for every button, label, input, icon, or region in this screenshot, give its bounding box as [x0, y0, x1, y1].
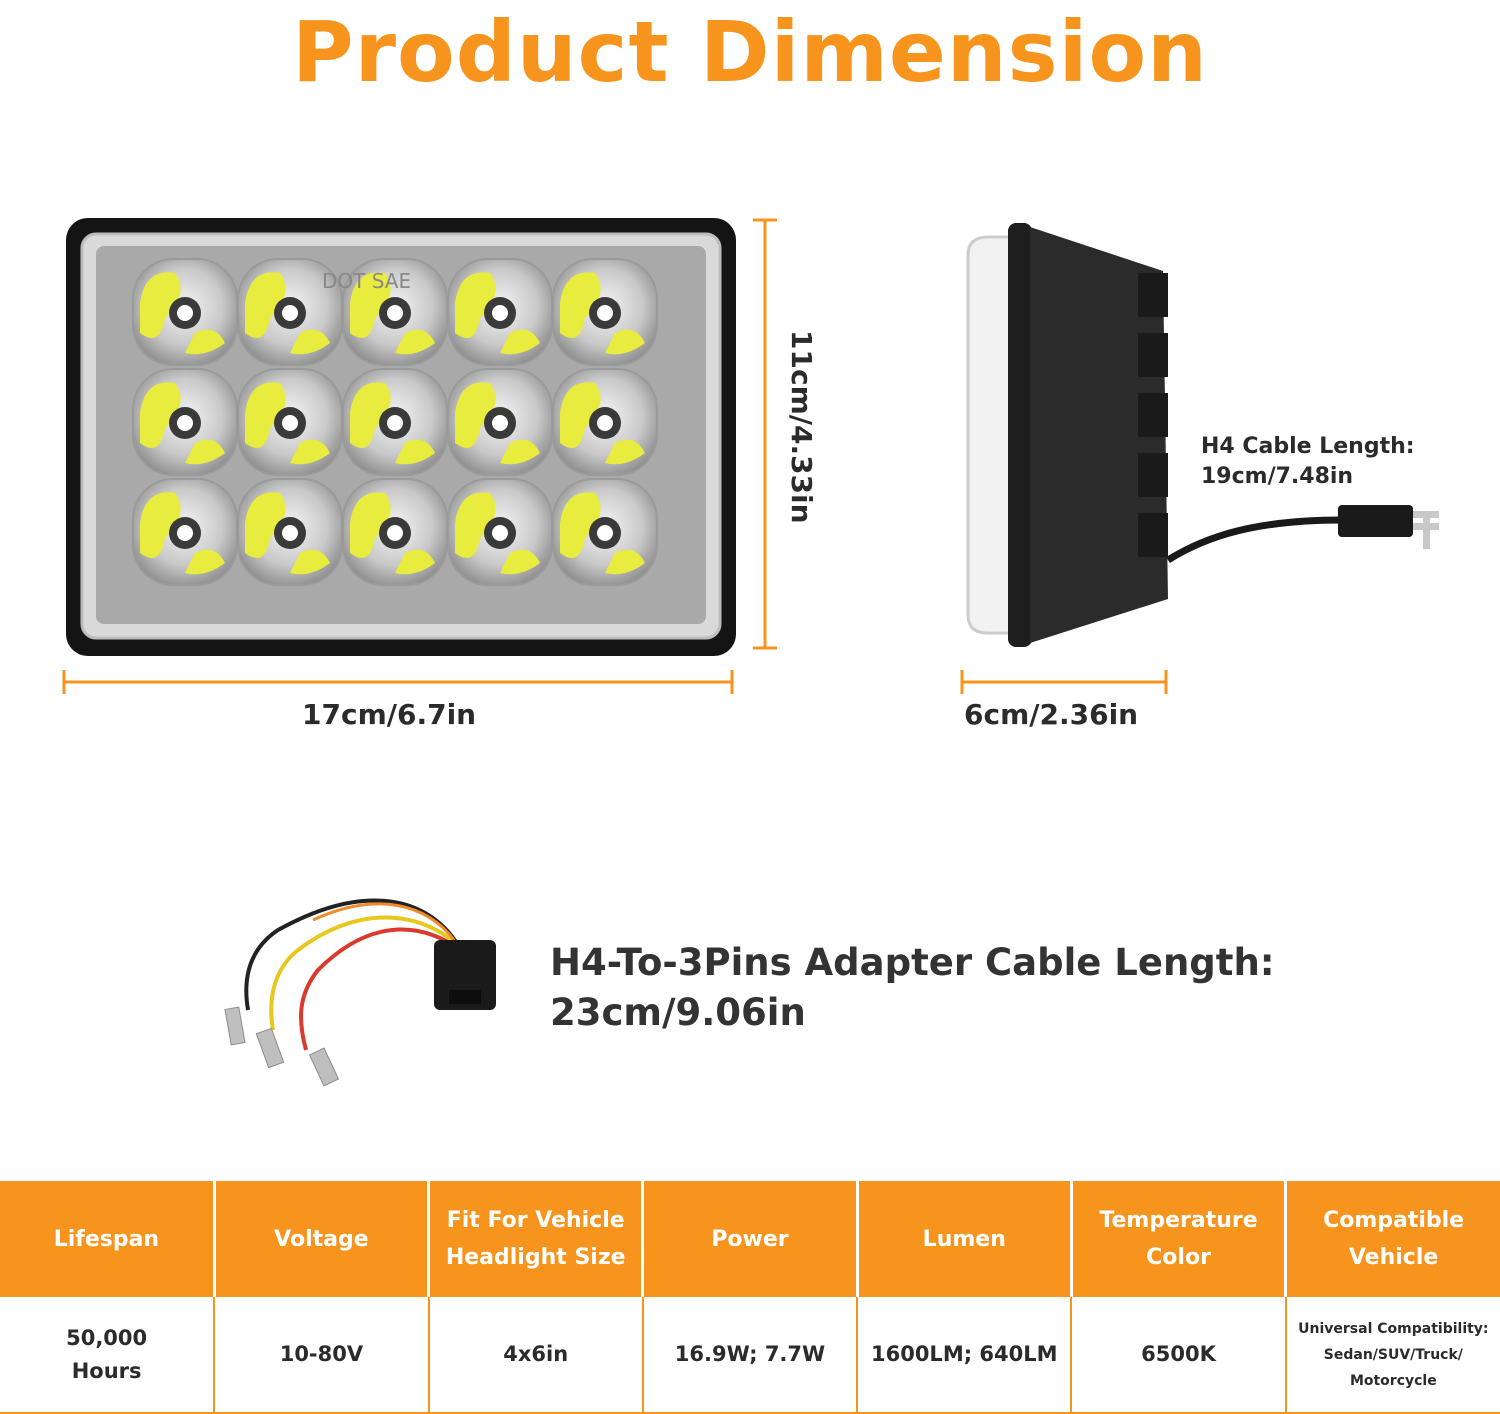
specs-value-cell: 16.9W; 7.7W — [642, 1297, 859, 1414]
led-cup — [447, 258, 553, 366]
adapter-label-line1: H4-To-3Pins Adapter Cable Length: — [550, 941, 1275, 984]
led-cup — [237, 258, 343, 366]
depth-dimension-line — [960, 670, 1168, 694]
adapter-cable-image — [224, 898, 496, 1087]
led-cup — [132, 368, 238, 476]
dot-sae-emboss: DOT SAE — [322, 269, 411, 293]
specs-value-cell: 6500K — [1071, 1297, 1287, 1414]
specs-header-cell: Lifespan — [0, 1181, 216, 1297]
adapter-label-line2: 23cm/9.06in — [550, 991, 806, 1034]
led-cup — [342, 368, 448, 476]
led-cup — [237, 368, 343, 476]
specs-value-cell: 4x6in — [428, 1297, 644, 1414]
depth-dimension-label: 6cm/2.36in — [964, 698, 1139, 731]
h4-cable-label-line2: 19cm/7.48in — [1201, 464, 1354, 489]
width-dimension-label: 17cm/6.7in — [302, 698, 477, 731]
led-cup — [552, 258, 658, 366]
headlight-front-image: DOT SAE — [66, 218, 736, 656]
height-dimension-line — [753, 218, 777, 650]
led-cup — [447, 368, 553, 476]
specs-value-cell: 10-80V — [214, 1297, 430, 1414]
h4-cable-length-label: H4 Cable Length: 19cm/7.48in — [1201, 432, 1415, 492]
led-cup — [447, 478, 553, 586]
specs-header-cell: Lumen — [857, 1181, 1073, 1297]
led-cup — [132, 478, 238, 586]
headlight-side-image — [966, 223, 1439, 647]
width-dimension-line — [62, 670, 734, 694]
specs-header-cell: Voltage — [214, 1181, 431, 1297]
led-cup — [132, 258, 238, 366]
led-cup — [342, 258, 448, 366]
adapter-cable-length-label: H4-To-3Pins Adapter Cable Length: 23cm/9… — [550, 938, 1275, 1038]
h4-cable-label-line1: H4 Cable Length: — [1201, 434, 1415, 459]
height-dimension-label: 11cm/4.33in — [785, 330, 818, 524]
led-array — [132, 258, 658, 586]
specs-value-cell: Universal Compatibility:Sedan/SUV/Truck/… — [1285, 1297, 1500, 1414]
specs-value-cell: 1600LM; 640LM — [857, 1297, 1073, 1414]
led-cup — [237, 478, 343, 586]
led-cup — [342, 478, 448, 586]
specs-header-cell: Power — [642, 1181, 859, 1297]
led-cup — [552, 368, 658, 476]
led-cup — [552, 478, 658, 586]
page-title: Product Dimension — [292, 3, 1208, 101]
